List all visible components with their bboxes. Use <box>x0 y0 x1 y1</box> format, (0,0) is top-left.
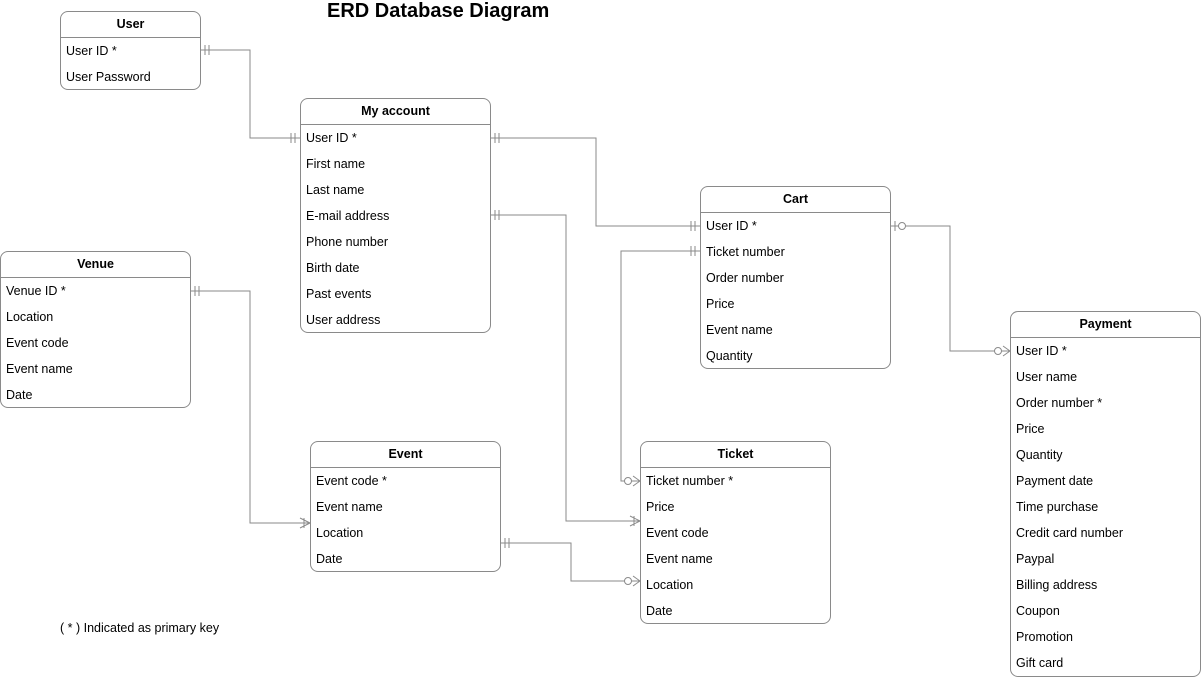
entity-attribute: Event code <box>6 336 69 350</box>
entity-attribute: Price <box>1016 422 1045 436</box>
entity-cart[interactable]: Cart User ID * Ticket number Order numbe… <box>700 186 891 369</box>
entity-attribute: Date <box>6 388 33 402</box>
entity-attribute: User ID * <box>706 219 757 233</box>
entity-ticket[interactable]: Ticket Ticket number * Price Event code … <box>640 441 831 624</box>
entity-attribute: Paypal <box>1016 552 1055 566</box>
entity-attribute: User address <box>306 313 381 327</box>
entity-attribute: Event name <box>646 552 713 566</box>
entity-attribute: Gift card <box>1016 656 1064 670</box>
entity-attribute: Location <box>646 578 694 592</box>
entity-attribute: Promotion <box>1016 630 1073 644</box>
relationship-venue-event <box>190 286 311 529</box>
entity-attribute: Credit card number <box>1016 526 1123 540</box>
entity-title: My account <box>301 99 490 125</box>
entity-attribute: Past events <box>306 287 372 301</box>
entity-attribute: User ID * <box>306 131 357 145</box>
entity-attribute: Venue ID * <box>6 284 66 298</box>
entity-title: Payment <box>1011 312 1200 338</box>
entity-user[interactable]: User User ID * User Password <box>60 11 201 90</box>
entity-event[interactable]: Event Event code * Event name Location D… <box>310 441 501 572</box>
primary-key-note: ( * ) Indicated as primary key <box>60 621 220 635</box>
entity-attribute: Billing address <box>1016 578 1098 592</box>
entity-attribute: Date <box>646 604 673 618</box>
entity-attribute: Last name <box>306 183 365 197</box>
entity-title: Venue <box>1 252 190 278</box>
entity-title: User <box>61 12 200 38</box>
entity-attribute: User ID * <box>1016 344 1067 358</box>
entity-attribute: User name <box>1016 370 1078 384</box>
diagram-title: ERD Database Diagram <box>327 0 550 22</box>
relationship-event-ticket <box>500 538 641 587</box>
entity-attribute: Coupon <box>1016 604 1060 618</box>
entity-attribute: Order number * <box>1016 396 1103 410</box>
entity-attribute: Phone number <box>306 235 389 249</box>
entity-attribute: Quantity <box>1016 448 1063 462</box>
relationship-cart-payment <box>890 221 1011 357</box>
entity-payment[interactable]: Payment User ID * User name Order number… <box>1010 311 1201 677</box>
entity-attribute: Price <box>706 297 735 311</box>
entity-attribute: Event code * <box>316 474 387 488</box>
entity-attribute: Quantity <box>706 349 753 363</box>
entity-attribute: Birth date <box>306 261 360 275</box>
entity-attribute: Event name <box>316 500 383 514</box>
entity-attribute: Price <box>646 500 675 514</box>
relationship-myaccount-cart <box>490 133 700 231</box>
entity-attribute: User Password <box>66 70 151 84</box>
entity-attribute: Time purchase <box>1016 500 1099 514</box>
entity-attribute: Ticket number * <box>646 474 734 488</box>
entity-attribute: E-mail address <box>306 209 390 223</box>
entity-attribute: Location <box>316 526 364 540</box>
entity-venue[interactable]: Venue Venue ID * Location Event code Eve… <box>0 251 191 408</box>
entity-attribute: Date <box>316 552 343 566</box>
entity-attribute: Event name <box>706 323 773 337</box>
relationship-myaccount-ticket <box>490 210 641 527</box>
entity-attribute: Event code <box>646 526 709 540</box>
entity-title: Ticket <box>641 442 830 468</box>
entity-attribute: Order number <box>706 271 784 285</box>
entity-attribute: User ID * <box>66 44 117 58</box>
entity-attribute: Location <box>6 310 54 324</box>
relationship-user-myaccount <box>200 45 300 143</box>
entity-attribute: Event name <box>6 362 73 376</box>
entity-title: Cart <box>701 187 890 213</box>
entity-attribute: Payment date <box>1016 474 1094 488</box>
entity-attribute: First name <box>306 157 366 171</box>
entity-my-account[interactable]: My account User ID * First name Last nam… <box>300 98 491 333</box>
relationship-cart-ticket <box>620 246 700 487</box>
entity-title: Event <box>311 442 500 468</box>
entity-attribute: Ticket number <box>706 245 785 259</box>
